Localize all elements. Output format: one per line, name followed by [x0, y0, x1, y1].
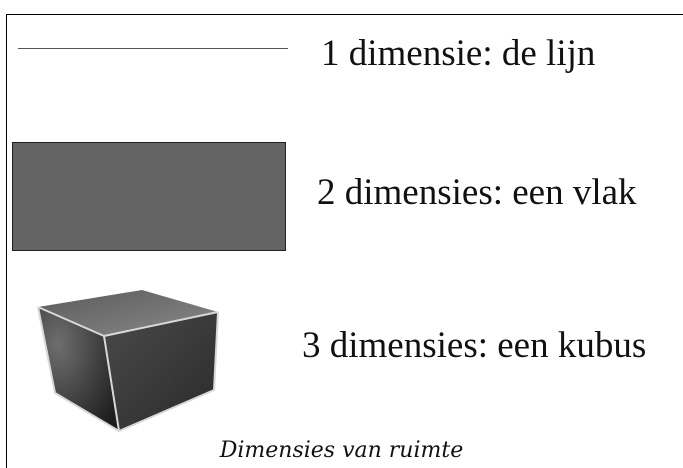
cube-left-face: [38, 307, 119, 431]
label-two-dimensions: 2 dimensies: een vlak: [317, 172, 637, 213]
line-shape: [18, 48, 288, 49]
cube-shape: [34, 285, 224, 435]
figure-caption: Dimensies van ruimte: [219, 438, 464, 463]
rectangle-shape: [12, 142, 286, 251]
cube-top-face: [38, 290, 218, 336]
label-three-dimensions: 3 dimensies: een kubus: [302, 325, 647, 366]
cube-right-face: [104, 312, 218, 431]
label-one-dimension: 1 dimensie: de lijn: [321, 33, 596, 74]
